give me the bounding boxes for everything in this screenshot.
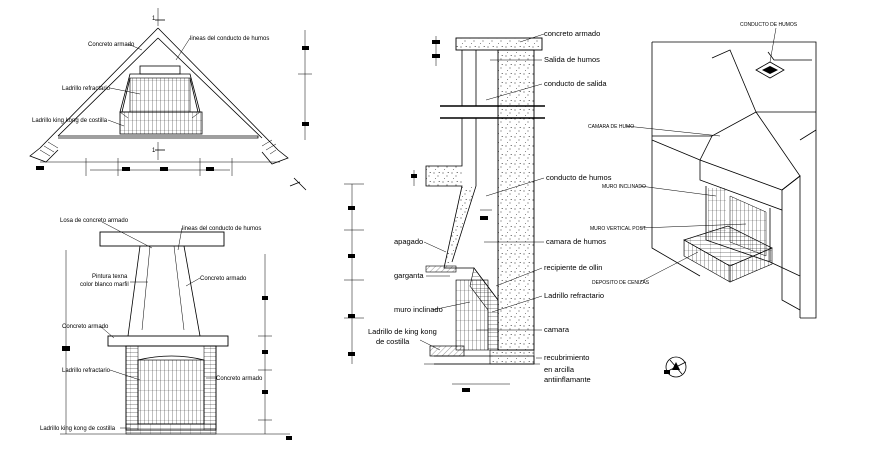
plan-label-ladrillo-refractario: Ladrillo refractario (62, 86, 111, 92)
iso-label-muro-vertical: MURO VERTICAL POST. (590, 226, 647, 232)
section-label-concreto-armado: concreto armado (544, 29, 600, 38)
elev-label-lineas-conducto: lineas del conducto de humos (182, 226, 261, 232)
plan-view: Concreto armado lineas del conducto de h… (29, 8, 312, 191)
section-label-antiinflamante: antiinflamante (544, 375, 591, 384)
iso-label-conducto-humos: CONDUCTO DE HUMOS (740, 22, 798, 28)
plan-label-concreto-armado: Concreto armado (88, 42, 135, 48)
section-label-ladrillo-kk-1: Ladrillo de king kong (368, 327, 437, 336)
section-label-recubrimiento: recubrimiento (544, 353, 589, 362)
section-mark-bottom: 1 (152, 148, 156, 154)
section-label-apagado: apagado (394, 237, 423, 246)
iso-label-camara-humo: CAMARA DE HUMO (588, 124, 634, 130)
front-elevation: Losa de concreto armado lineas del condu… (40, 218, 292, 440)
plan-label-lineas-conducto: lineas del conducto de humos (190, 36, 269, 42)
section-label-muro-inclinado: muro inclinado (394, 305, 443, 314)
section-label-en-arcilla: en arcilla (544, 365, 575, 374)
plan-label-ladrillo-king-kong: Ladrillo king kong de costilla (32, 118, 108, 124)
iso-label-deposito: DEPOSITO DE CENIZAS (592, 280, 650, 286)
section-label-ladrillo-kk-2: de costilla (376, 337, 410, 346)
section-label-conducto-humos: conducto de humos (546, 173, 612, 182)
section-label-conducto-salida: conducto de salida (544, 79, 607, 88)
elev-label-concreto-armado-right: Concreto armado (200, 276, 247, 282)
elev-label-ladrillo-king-kong: Ladrillo king kong de costilla (40, 426, 116, 432)
elev-label-concreto-armado-low: Concreto armado (216, 376, 263, 382)
section-label-recipiente-ollin: recipiente de ollin (544, 263, 602, 272)
elev-label-pintura: Pintura texna (92, 274, 128, 280)
iso-label-muro-inclinado: MURO INCLINADO (602, 184, 646, 190)
elev-label-losa: Losa de concreto armado (60, 218, 129, 224)
elev-label-ladrillo-refractario: Ladrillo refractario (62, 368, 111, 374)
section-label-camara: camara (544, 325, 570, 334)
section-label-camara-humos: camara de humos (546, 237, 606, 246)
section-label-ladrillo-refractario: Ladrillo refractario (544, 291, 604, 300)
section-label-garganta: garganta (394, 271, 424, 280)
section-mark-top: 1 (152, 16, 156, 22)
elev-label-color: color blanco marfil (80, 282, 129, 288)
section-label-salida-humos: Salida de humos (544, 55, 600, 64)
elev-label-concreto-armado-left: Concreto armado (62, 324, 109, 330)
isometric-view: CONDUCTO DE HUMOS CAMARA DE HUMO MURO IN… (588, 22, 817, 319)
north-arrow-icon (664, 356, 687, 378)
section-view: concreto armado Salida de humos conducto… (344, 29, 612, 392)
